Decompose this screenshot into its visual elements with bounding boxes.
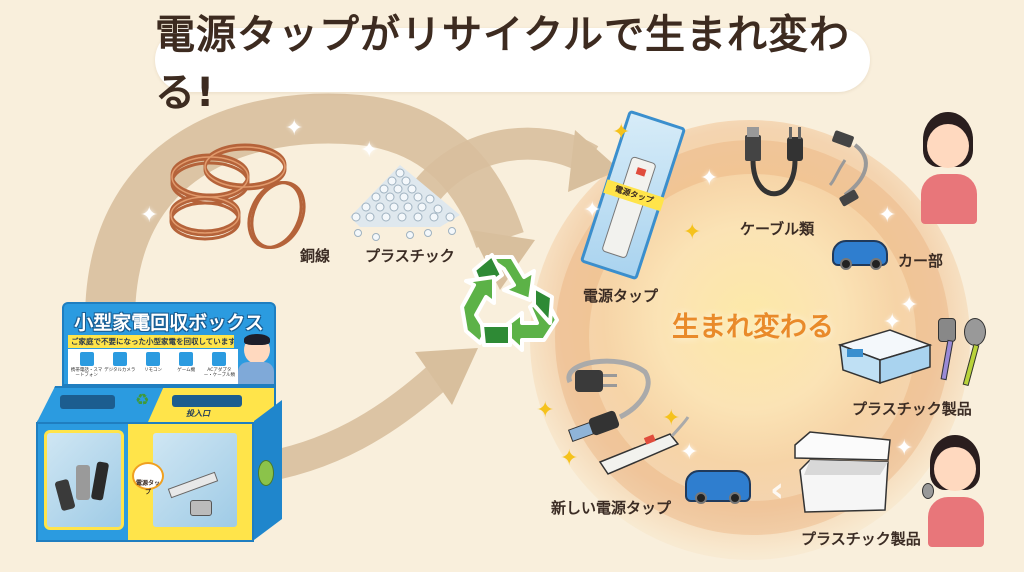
sparkle-icon: ✦ [680, 440, 699, 465]
collection-categories: 携帯電話・スマートフォン デジタルカメラ リモコン ゲーム機 ACアダプター・ケ… [68, 349, 238, 384]
collection-box-subtitle: ご家庭で不要になった小型家電を回収しています [68, 335, 234, 348]
reborn-label: 生まれ変わる [672, 312, 834, 343]
inlet-label: 投入口 [186, 409, 210, 418]
collection-box-sign: 小型家電回収ボックス ご家庭で不要になった小型家電を回収しています 携帯電話・ス… [62, 302, 276, 386]
copper-label: 銅線 [300, 247, 331, 265]
cables-label: ケーブル類 [740, 220, 815, 238]
camera-icon [112, 352, 127, 366]
plastic-products-label-1: プラスチック製品 [852, 400, 972, 418]
slot-left [60, 395, 115, 409]
plastic-label: プラスチック [365, 247, 455, 265]
adapter-icon [212, 352, 227, 366]
sparkle-icon: ✦ [700, 166, 719, 191]
power-strip-callout: 電源タップ [132, 462, 164, 496]
category-camera: デジタルカメラ [104, 351, 136, 382]
sparkle-icon: ✦ [895, 436, 914, 461]
category-adapter: ACアダプター・ケーブル類 [203, 351, 235, 382]
spoon-icon [964, 318, 986, 346]
sparkle-icon: ✦ [140, 203, 159, 228]
sparkle-icon: ✦ [883, 310, 902, 335]
sparkle-icon: ✦ [900, 293, 919, 318]
category-game: ゲーム機 [170, 351, 202, 382]
sparkle-icon: ✦ [683, 220, 702, 245]
new-power-strip-label: 新しい電源タップ [551, 499, 672, 517]
sparkle-icon: ✦ [878, 203, 897, 228]
spoon-icon [922, 483, 934, 499]
woman-avatar-bottom [922, 435, 992, 555]
storage-box-icon [794, 431, 891, 513]
car-icon [685, 470, 751, 504]
slot-inlet[interactable] [172, 395, 242, 407]
page-title: 電源タップがリサイクルで生まれ変わる! [155, 12, 850, 116]
cables-icon [745, 127, 868, 207]
collection-box-title: 小型家電回収ボックス [74, 312, 264, 334]
sparkle-icon: ✦ [536, 398, 555, 423]
plastic-products-label-2: プラスチック製品 [801, 530, 921, 548]
camera-device [190, 500, 212, 516]
phone-icon [79, 352, 94, 366]
sparkle-icon: ✦ [662, 406, 681, 431]
remote-icon [145, 352, 160, 366]
switch-icon [635, 167, 647, 177]
cycle-arrow-icon: ‹ [770, 470, 785, 510]
car-parts-label: カー部 [898, 252, 944, 270]
food-container-icon [837, 329, 933, 385]
category-remote: リモコン [137, 351, 169, 382]
new-power-strip-icon [566, 358, 690, 475]
plastic-pellets-icon [350, 165, 460, 241]
mascot-character [258, 460, 274, 486]
man-hair [244, 334, 270, 345]
power-strip-label: 電源タップ [583, 287, 659, 305]
box-window-left [44, 430, 124, 530]
game-icon [179, 352, 194, 366]
small-recycle-icon: ♻ [135, 390, 150, 409]
man-body [238, 362, 274, 384]
woman-avatar-top [915, 112, 985, 232]
category-phone: 携帯電話・スマートフォン [71, 351, 103, 382]
sparkle-icon: ✦ [360, 138, 379, 163]
feature-phone-device [76, 465, 90, 500]
recycle-icon [460, 253, 559, 352]
sparkle-icon: ✦ [612, 120, 631, 145]
title-banner: 電源タップがリサイクルで生まれ変わる! [155, 12, 870, 116]
sparkle-icon: ✦ [583, 198, 602, 223]
sparkle-icon: ✦ [560, 446, 579, 471]
copper-wire-icon [169, 143, 306, 249]
sparkle-icon: ✦ [285, 116, 304, 141]
car-icon [832, 240, 888, 270]
spatula-icon [938, 318, 956, 342]
